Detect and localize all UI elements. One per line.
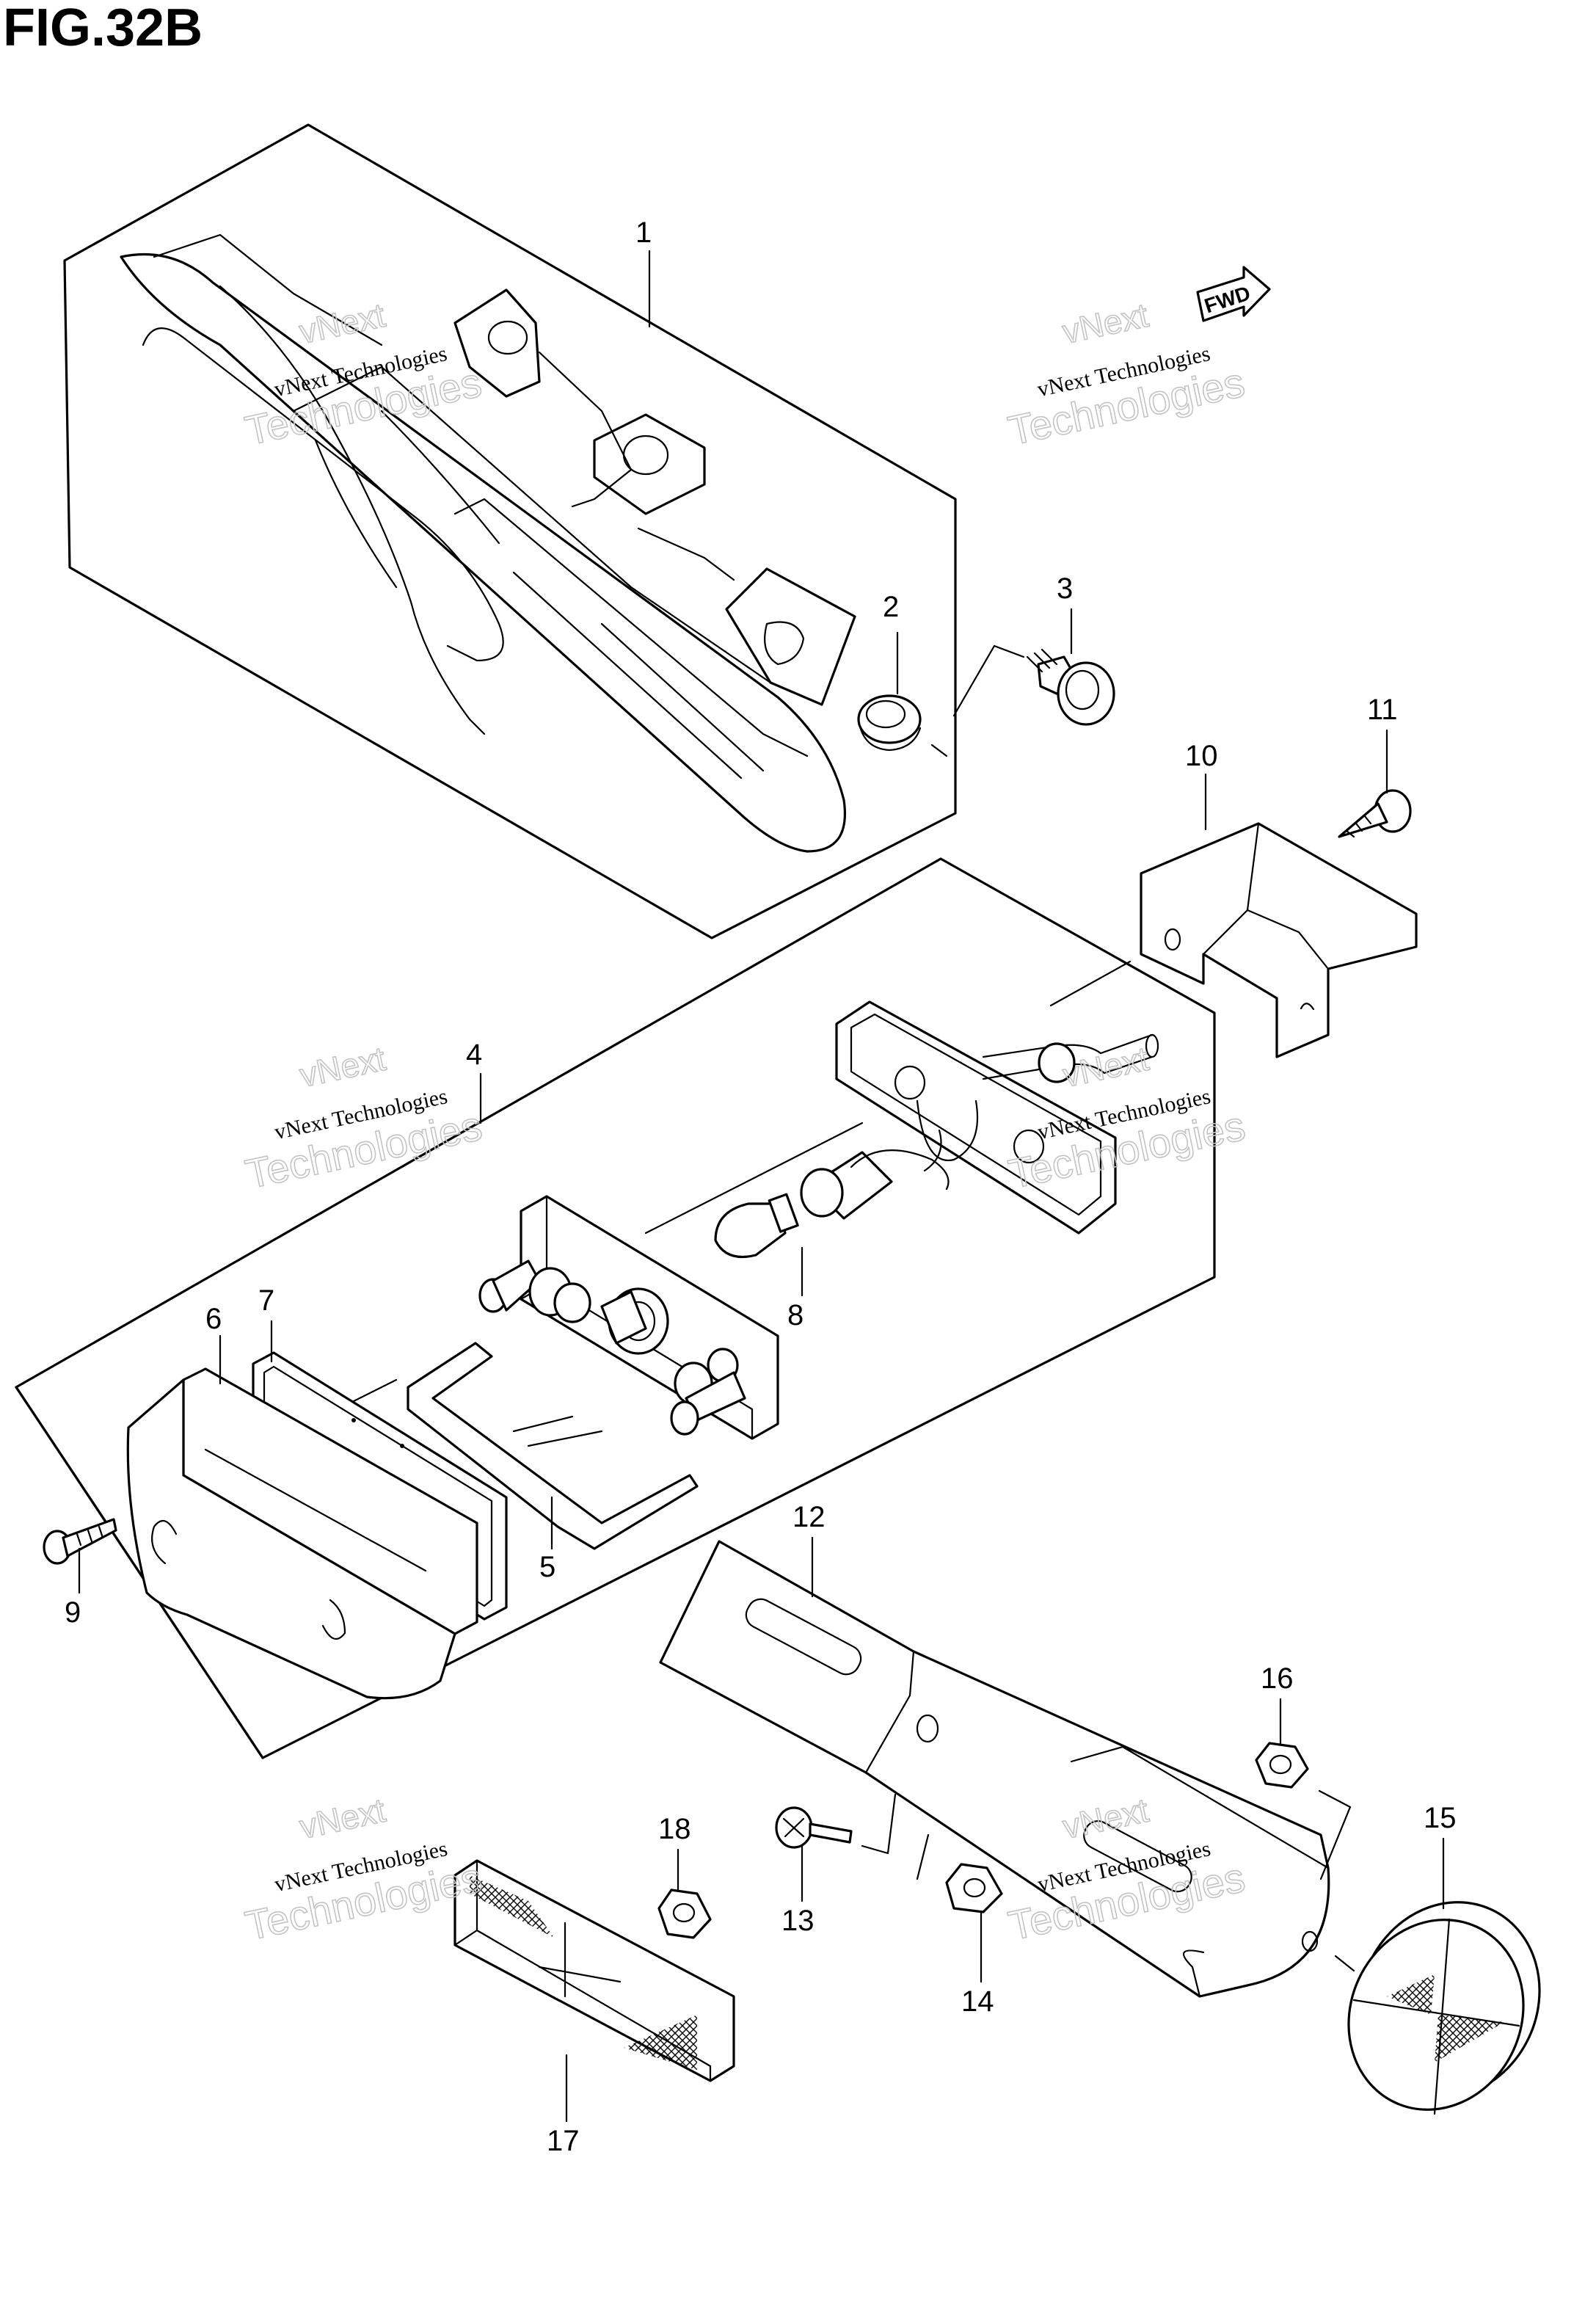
part-3-bolt — [1026, 648, 1115, 726]
part-9-screw — [43, 1518, 117, 1565]
callout-15: 15 — [1424, 1802, 1457, 1834]
callout-2: 2 — [883, 591, 899, 623]
svg-text:vNext: vNext — [1059, 296, 1151, 351]
part-4-lamp-rear-body — [835, 1000, 1117, 1235]
callout-6: 6 — [205, 1303, 222, 1335]
callout-5: 5 — [539, 1551, 555, 1583]
part-11-screw — [1338, 789, 1412, 838]
part-17-rect-reflector — [453, 1859, 735, 2082]
leader-bracket-10 — [1049, 960, 1132, 1007]
part-14-nut — [945, 1863, 1003, 1913]
part-10-bracket — [1140, 822, 1418, 1058]
leader-14-path — [916, 1833, 930, 1880]
callout-leaders — [78, 250, 1445, 2123]
figure-title: FIG.32B — [3, 0, 203, 57]
part-6-lens — [126, 1367, 478, 1700]
callout-9: 9 — [65, 1596, 81, 1629]
lamp-cable — [982, 1033, 1159, 1083]
callout-14: 14 — [961, 1985, 994, 2018]
part-18-nut — [657, 1889, 712, 1939]
callout-17: 17 — [547, 2125, 580, 2157]
callout-8: 8 — [787, 1299, 804, 1331]
tail-light-assembly-box — [63, 123, 957, 939]
callout-3: 3 — [1057, 572, 1073, 605]
callout-1: 1 — [635, 217, 652, 249]
part-8-bulb — [714, 1193, 799, 1259]
callout-11: 11 — [1367, 694, 1398, 726]
svg-text:vNext: vNext — [296, 296, 388, 351]
part-16-nut — [1255, 1742, 1309, 1789]
callout-13: 13 — [781, 1905, 815, 1937]
watermark-mid-left: vNext vNext Technologies Technologies — [241, 1039, 486, 1198]
license-lamp-assembly-box — [15, 857, 1216, 1759]
leader-15-path — [1334, 1955, 1355, 1972]
leader-16-path — [1318, 1789, 1352, 1880]
callout-12: 12 — [792, 1501, 826, 1533]
part-13-bolt — [775, 1806, 853, 1849]
callout-16: 16 — [1261, 1662, 1294, 1695]
svg-text:vNext: vNext — [1060, 1039, 1152, 1094]
bulb-socket — [800, 1129, 950, 1220]
part-15-round-reflector — [1347, 1901, 1541, 2115]
callout-4: 4 — [466, 1039, 482, 1071]
svg-text:vNext: vNext — [296, 1039, 389, 1094]
watermark-bottom-left: vNext vNext Technologies Technologies — [241, 1790, 486, 1949]
leader-13-path — [861, 1793, 897, 1855]
part-12-license-bracket — [659, 1540, 1330, 1998]
callout-7: 7 — [258, 1284, 274, 1317]
part-1-tail-light-housing — [120, 233, 856, 853]
leader-socket — [644, 1122, 864, 1235]
leader-bolt-3-path — [930, 644, 1025, 757]
svg-text:vNext: vNext — [296, 1791, 389, 1846]
callout-10: 10 — [1185, 740, 1218, 772]
part-2-grommet — [857, 694, 922, 752]
lamp-housing-front — [478, 1195, 779, 1440]
callout-18: 18 — [658, 1813, 691, 1845]
callout-labels: 1 2 3 4 5 6 7 8 9 10 11 12 13 14 15 16 1… — [65, 217, 1457, 2157]
fwd-arrow-icon: FWD — [1196, 266, 1271, 322]
